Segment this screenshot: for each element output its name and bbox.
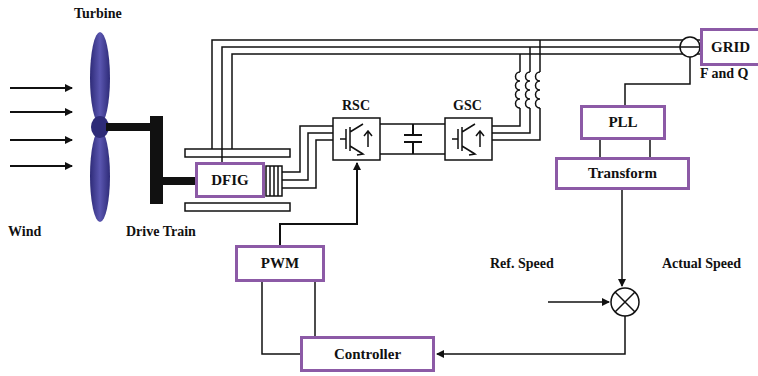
- connector-line: [262, 282, 300, 354]
- part-label: Drive Train: [124, 224, 198, 240]
- inductor-coil: [536, 72, 541, 108]
- wind-arrows: [10, 88, 72, 166]
- rotor-wires: [282, 126, 333, 188]
- part-label: Actual Speed: [660, 256, 743, 272]
- block-label: Controller: [334, 346, 401, 363]
- summing-junction: [611, 288, 639, 316]
- connector-line: [599, 140, 601, 157]
- block-box: PLL: [580, 105, 666, 140]
- inductor-coil: [526, 72, 531, 108]
- inductor-coil: [516, 72, 521, 108]
- block-box: Transform: [555, 157, 690, 190]
- converter-symbol: [333, 118, 492, 160]
- block-box: PWM: [235, 245, 325, 282]
- part-label: Turbine: [72, 6, 124, 22]
- block-label: GRID: [711, 39, 750, 56]
- block-label: Transform: [588, 165, 657, 182]
- connector-line: [222, 47, 700, 162]
- part-label: GSC: [451, 98, 484, 114]
- measurement-line: [625, 57, 690, 105]
- block-label: PWM: [261, 255, 299, 272]
- block-label: PLL: [608, 114, 637, 131]
- dc-link: [380, 124, 445, 154]
- signal-line: [649, 140, 651, 157]
- part-label: Wind: [6, 224, 43, 240]
- block-label: DFIG: [211, 172, 249, 189]
- gate-signal-arrow: [280, 163, 357, 245]
- block-box: GRID: [700, 28, 758, 66]
- grid-side-wires: [492, 40, 540, 140]
- signal-line: [314, 282, 316, 336]
- drive-train: [106, 116, 196, 204]
- part-label: RSC: [340, 98, 372, 114]
- part-label: F and Q: [698, 66, 751, 82]
- generator-body: [185, 149, 290, 211]
- speed-signal-lines: [437, 190, 625, 354]
- block-box: DFIG: [195, 162, 265, 198]
- block-box: Controller: [300, 336, 435, 372]
- part-label: Ref. Speed: [488, 256, 556, 272]
